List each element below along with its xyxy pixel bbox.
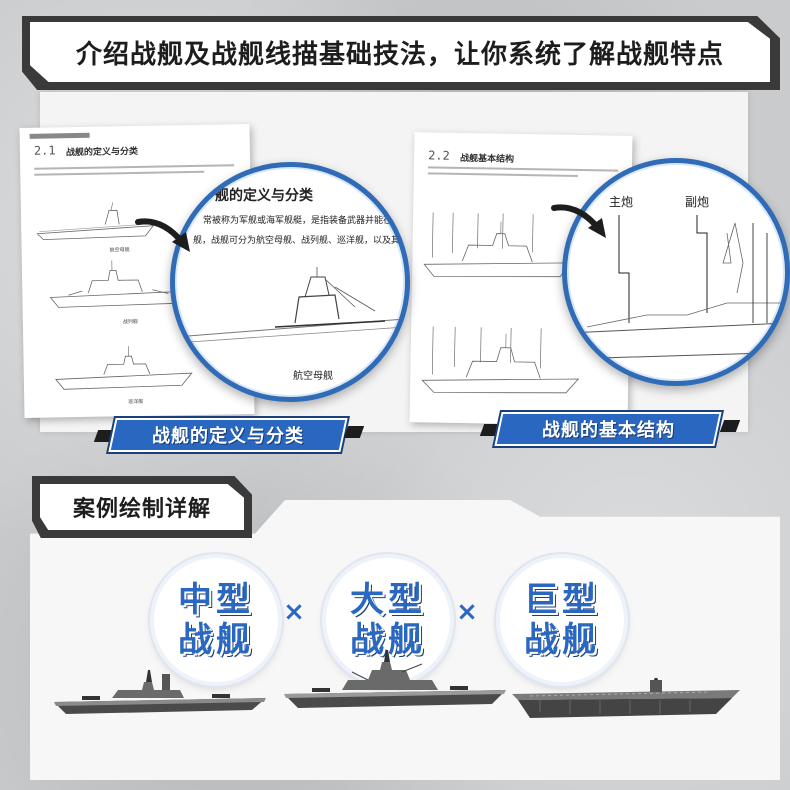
section-number: 2.1 [33,143,56,158]
magnifier-definition: 舰的定义与分类 常被称为军舰或海军舰艇，是指装备武器并能在海洋上 舰，战舰可分为… [170,162,410,402]
label-structure-text: 战舰的基本结构 [541,420,675,441]
times-icon: × [456,597,478,627]
page-caption: 巡洋舰 [128,398,144,406]
page-header-bar [29,132,90,139]
pointer-arrow-icon [551,204,606,238]
magnified-caption: 航空母舰 [293,371,333,382]
magnified-structure-drawing [567,215,785,360]
paragraph-line [427,166,618,172]
times-icon: × [283,597,305,627]
top-banner: 介绍战舰及战舰线描基础技法，让你系统了解战舰特点 [30,22,770,82]
paragraph-line [34,164,235,170]
magnified-title: 舰的定义与分类 [215,188,313,204]
label-structure: 战舰的基本结构 [494,412,722,446]
type-circle-medium: 中型 战舰 [154,558,278,682]
case-banner-text: 案例绘制详解 [72,497,211,522]
section-title: 战舰基本结构 [459,153,515,165]
top-banner-text: 介绍战舰及战舰线描基础技法，让你系统了解战舰特点 [75,39,724,70]
structure-diagram-bottom [421,326,580,394]
cruiser-line-drawing [55,346,193,390]
battleship-line-drawing [49,260,188,308]
type-circle-giant: 巨型 战舰 [500,558,624,682]
type-circle-large: 大型 战舰 [326,558,450,682]
page-caption: 航空母舰 [109,247,130,254]
type-line: 巨型 [524,580,600,620]
page-caption: 战列舰 [122,318,138,326]
label-secondary-gun: 副炮 [685,195,710,209]
type-line: 中型 [178,580,254,620]
type-line: 大型 [350,580,426,620]
section-title: 战舰的定义与分类 [65,146,139,159]
paragraph-line [427,172,578,177]
book-page-structure: 2.2 战舰基本结构 [409,132,633,426]
pointer-arrow-icon [135,218,190,252]
magnified-text-line: 舰，战舰可分为航空母舰、战列舰、巡洋舰，以及其他 [193,236,410,246]
section-number: 2.2 [428,148,450,163]
type-line: 战舰 [178,620,254,660]
label-definition-text: 战舰的定义与分类 [152,426,304,447]
magnifier-structure: 主炮 副炮 [562,158,790,386]
medium-warship-image [54,670,266,714]
magnified-text-line: 常被称为军舰或海军舰艇，是指装备武器并能在海洋上 [203,216,410,226]
structure-diagram-top [423,212,572,278]
large-warship-image [284,650,506,708]
magnified-carrier-drawing [175,267,405,344]
label-main-gun: 主炮 [609,195,634,209]
giant-carrier-image [512,678,740,718]
label-decoration [343,426,365,438]
type-line: 战舰 [524,620,600,660]
label-definition: 战舰的定义与分类 [108,418,348,452]
paragraph-line [34,170,205,176]
case-banner: 案例绘制详解 [40,484,244,530]
